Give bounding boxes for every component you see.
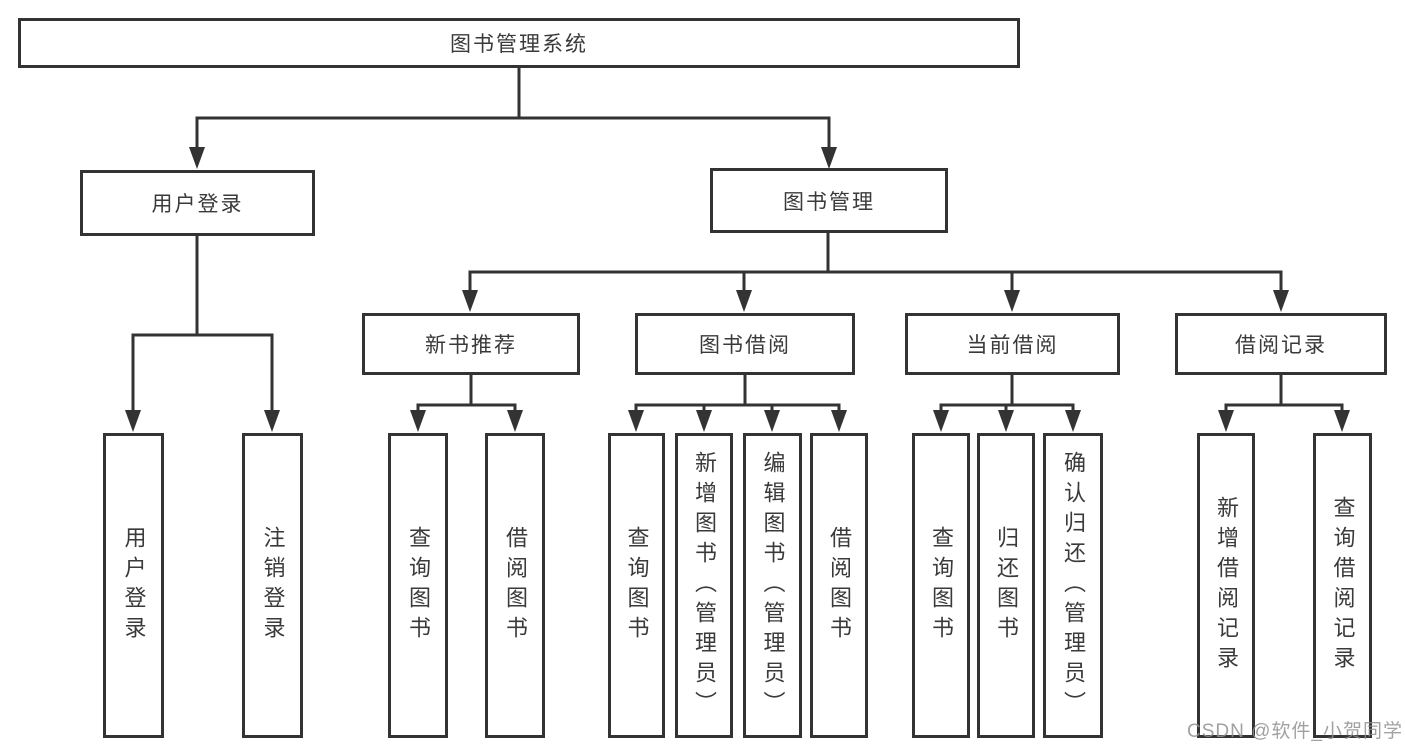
connector-bookmgmt-to-level3 (468, 233, 1283, 290)
leaf-query-books-3-label: 查询图书 (929, 525, 954, 646)
connector-bookborrow-to-leaves (634, 375, 841, 411)
leaf-user-login: 用户登录 (103, 433, 164, 738)
connector-borrowrecords-to-leaves (1224, 375, 1344, 411)
node-current-borrow: 当前借阅 (905, 313, 1120, 375)
leaf-query-borrow-record: 查询借阅记录 (1313, 433, 1372, 738)
leaf-query-books-2-label: 查询图书 (624, 525, 650, 646)
connector-userlogin-to-leaves (131, 236, 274, 410)
leaf-borrow-books-2: 借阅图书 (810, 433, 868, 738)
connector-root-to-level2 (195, 68, 831, 148)
leaf-borrow-books-2-label: 借阅图书 (827, 525, 852, 646)
node-root-label: 图书管理系统 (450, 33, 588, 56)
leaf-return-books: 归还图书 (977, 433, 1035, 738)
node-borrow-records-label: 借阅记录 (1235, 334, 1327, 357)
node-new-book-recommend-label: 新书推荐 (425, 334, 517, 357)
leaf-query-books-1: 查询图书 (388, 433, 448, 738)
leaf-confirm-return-admin: 确认归还（管理员） (1043, 433, 1103, 738)
leaf-user-login-label: 用户登录 (121, 525, 147, 646)
leaf-query-books-2: 查询图书 (608, 433, 665, 738)
leaf-borrow-books-1: 借阅图书 (485, 433, 545, 738)
leaf-query-borrow-record-label: 查询借阅记录 (1330, 495, 1356, 676)
leaf-add-borrow-record-label: 新增借阅记录 (1214, 495, 1239, 676)
leaf-add-books-admin-label: 新增图书（管理员） (692, 450, 717, 721)
leaf-return-books-label: 归还图书 (994, 525, 1019, 646)
arrowheads (125, 147, 1350, 432)
node-current-borrow-label: 当前借阅 (966, 334, 1059, 357)
node-borrow-records: 借阅记录 (1175, 313, 1387, 375)
leaf-add-borrow-record: 新增借阅记录 (1197, 433, 1255, 738)
node-book-borrow: 图书借阅 (635, 313, 855, 375)
node-book-management: 图书管理 (710, 168, 948, 233)
leaf-borrow-books-1-label: 借阅图书 (503, 525, 528, 646)
leaf-logout-label: 注销登录 (260, 525, 286, 646)
leaf-edit-books-admin: 编辑图书（管理员） (743, 433, 802, 738)
leaf-add-books-admin: 新增图书（管理员） (675, 433, 733, 738)
node-book-management-label: 图书管理 (783, 190, 875, 214)
node-user-login-label: 用户登录 (151, 193, 244, 216)
connector-newbook-to-leaves (416, 375, 517, 411)
leaf-query-books-1-label: 查询图书 (406, 525, 431, 646)
leaf-logout: 注销登录 (242, 433, 303, 738)
node-new-book-recommend: 新书推荐 (362, 313, 580, 375)
connector-currentborrow-to-leaves (939, 375, 1075, 411)
node-root: 图书管理系统 (18, 18, 1020, 68)
node-book-borrow-label: 图书借阅 (699, 334, 791, 357)
leaf-confirm-return-admin-label: 确认归还（管理员） (1061, 450, 1086, 721)
watermark: CSDN @软件_小贺同学 (1187, 721, 1403, 742)
leaf-query-books-3: 查询图书 (912, 433, 970, 738)
node-user-login: 用户登录 (80, 170, 315, 236)
leaf-edit-books-admin-label: 编辑图书（管理员） (760, 450, 786, 721)
